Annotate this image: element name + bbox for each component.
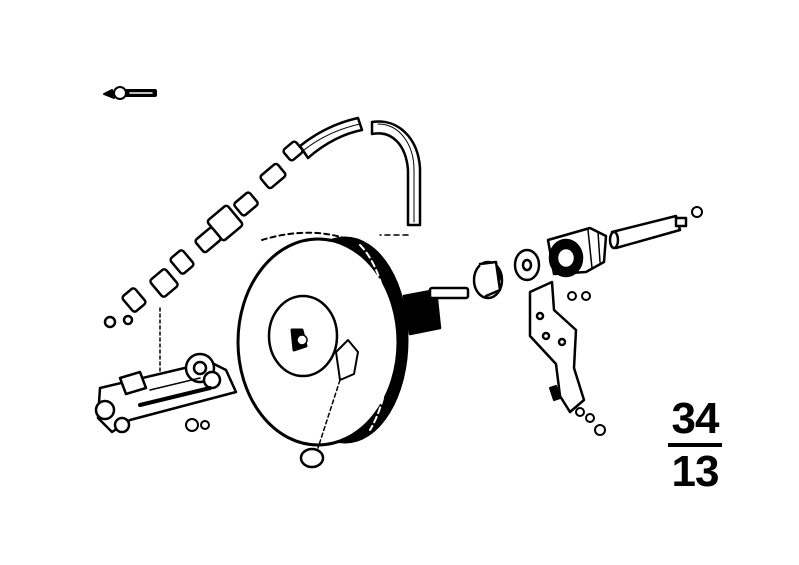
master-cylinder: [94, 352, 238, 434]
hose-connectors: [103, 140, 304, 329]
master-cylinder-seal: [185, 418, 210, 432]
page-number-bottom: 13: [671, 447, 720, 496]
grommet: [472, 260, 504, 300]
brake-booster: [236, 231, 409, 447]
mounting-bracket: [528, 280, 586, 414]
page-number-divider: [668, 443, 722, 447]
clevis-pin: [608, 214, 688, 250]
clip: [691, 206, 703, 218]
washer: [513, 248, 541, 282]
page-number-top: 34: [671, 394, 720, 443]
vacuum-hose-upper: [298, 116, 422, 227]
booster-push-rod: [402, 286, 470, 336]
key-icon: [103, 86, 157, 100]
bolts-and-nuts: [549, 291, 606, 436]
leader-line: [317, 379, 341, 449]
rubber-boot: [546, 226, 608, 278]
o-ring-seal: [299, 447, 325, 469]
